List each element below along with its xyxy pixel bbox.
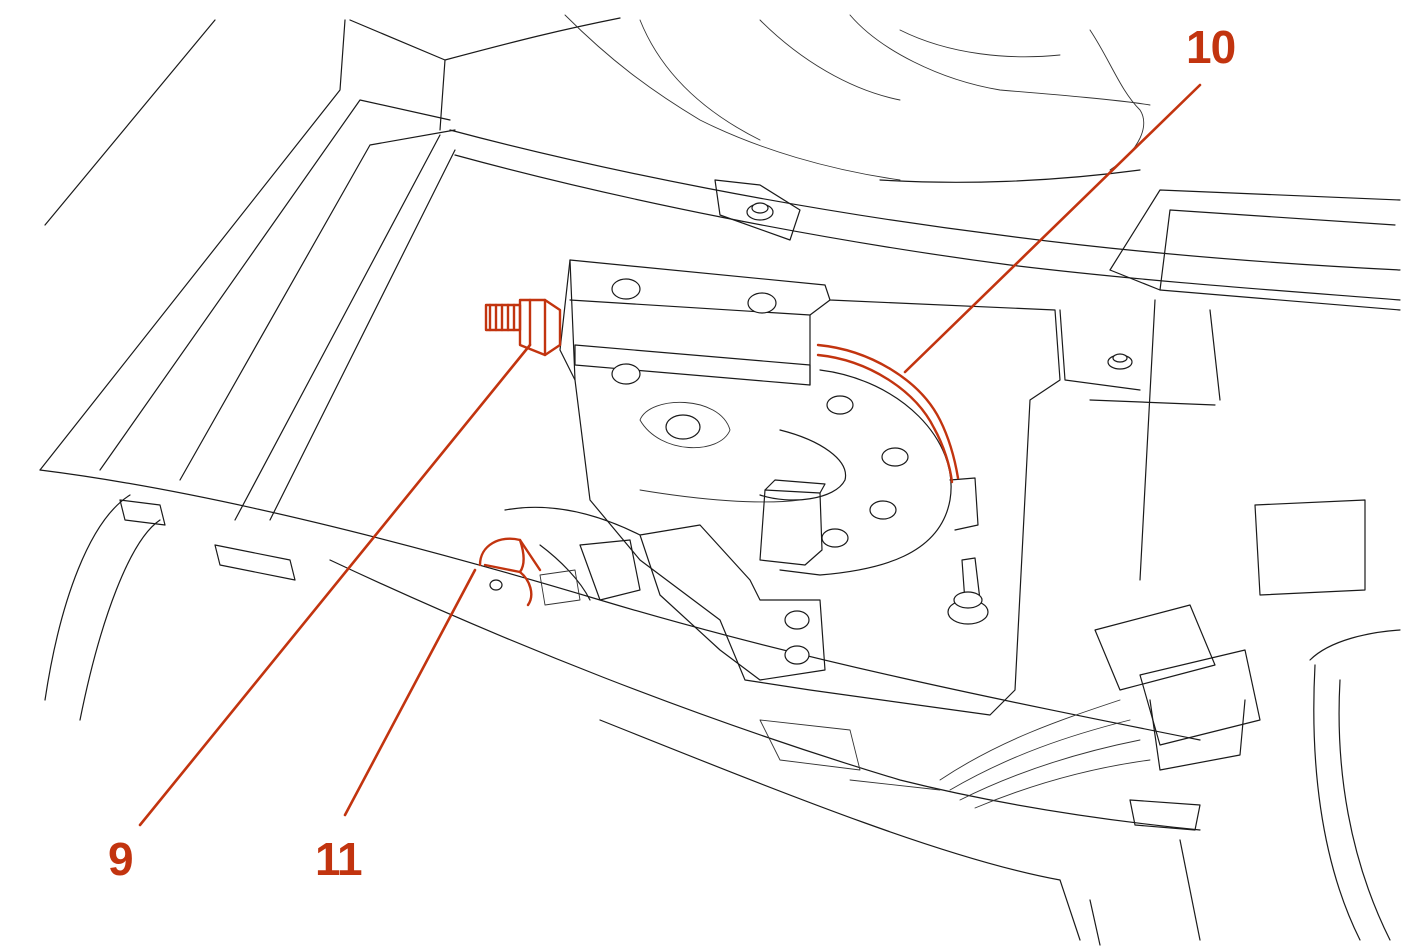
part-11-clip	[478, 537, 581, 607]
leader-11	[343, 568, 477, 817]
leader-10	[903, 83, 1202, 374]
callout-9-label: 9	[108, 833, 134, 885]
callout-10-label: 10	[1186, 21, 1236, 73]
part-10-stroke-a	[816, 343, 960, 480]
vehicle-structure	[39, 14, 1401, 946]
part-10-strap	[816, 343, 960, 484]
part-10-stroke-b	[816, 353, 954, 484]
leader-lines	[138, 83, 1202, 827]
leader-9	[138, 343, 532, 827]
part-9-bolt	[484, 298, 562, 357]
mounting-plate	[504, 259, 1061, 716]
callout-11-label: 11	[315, 833, 363, 885]
